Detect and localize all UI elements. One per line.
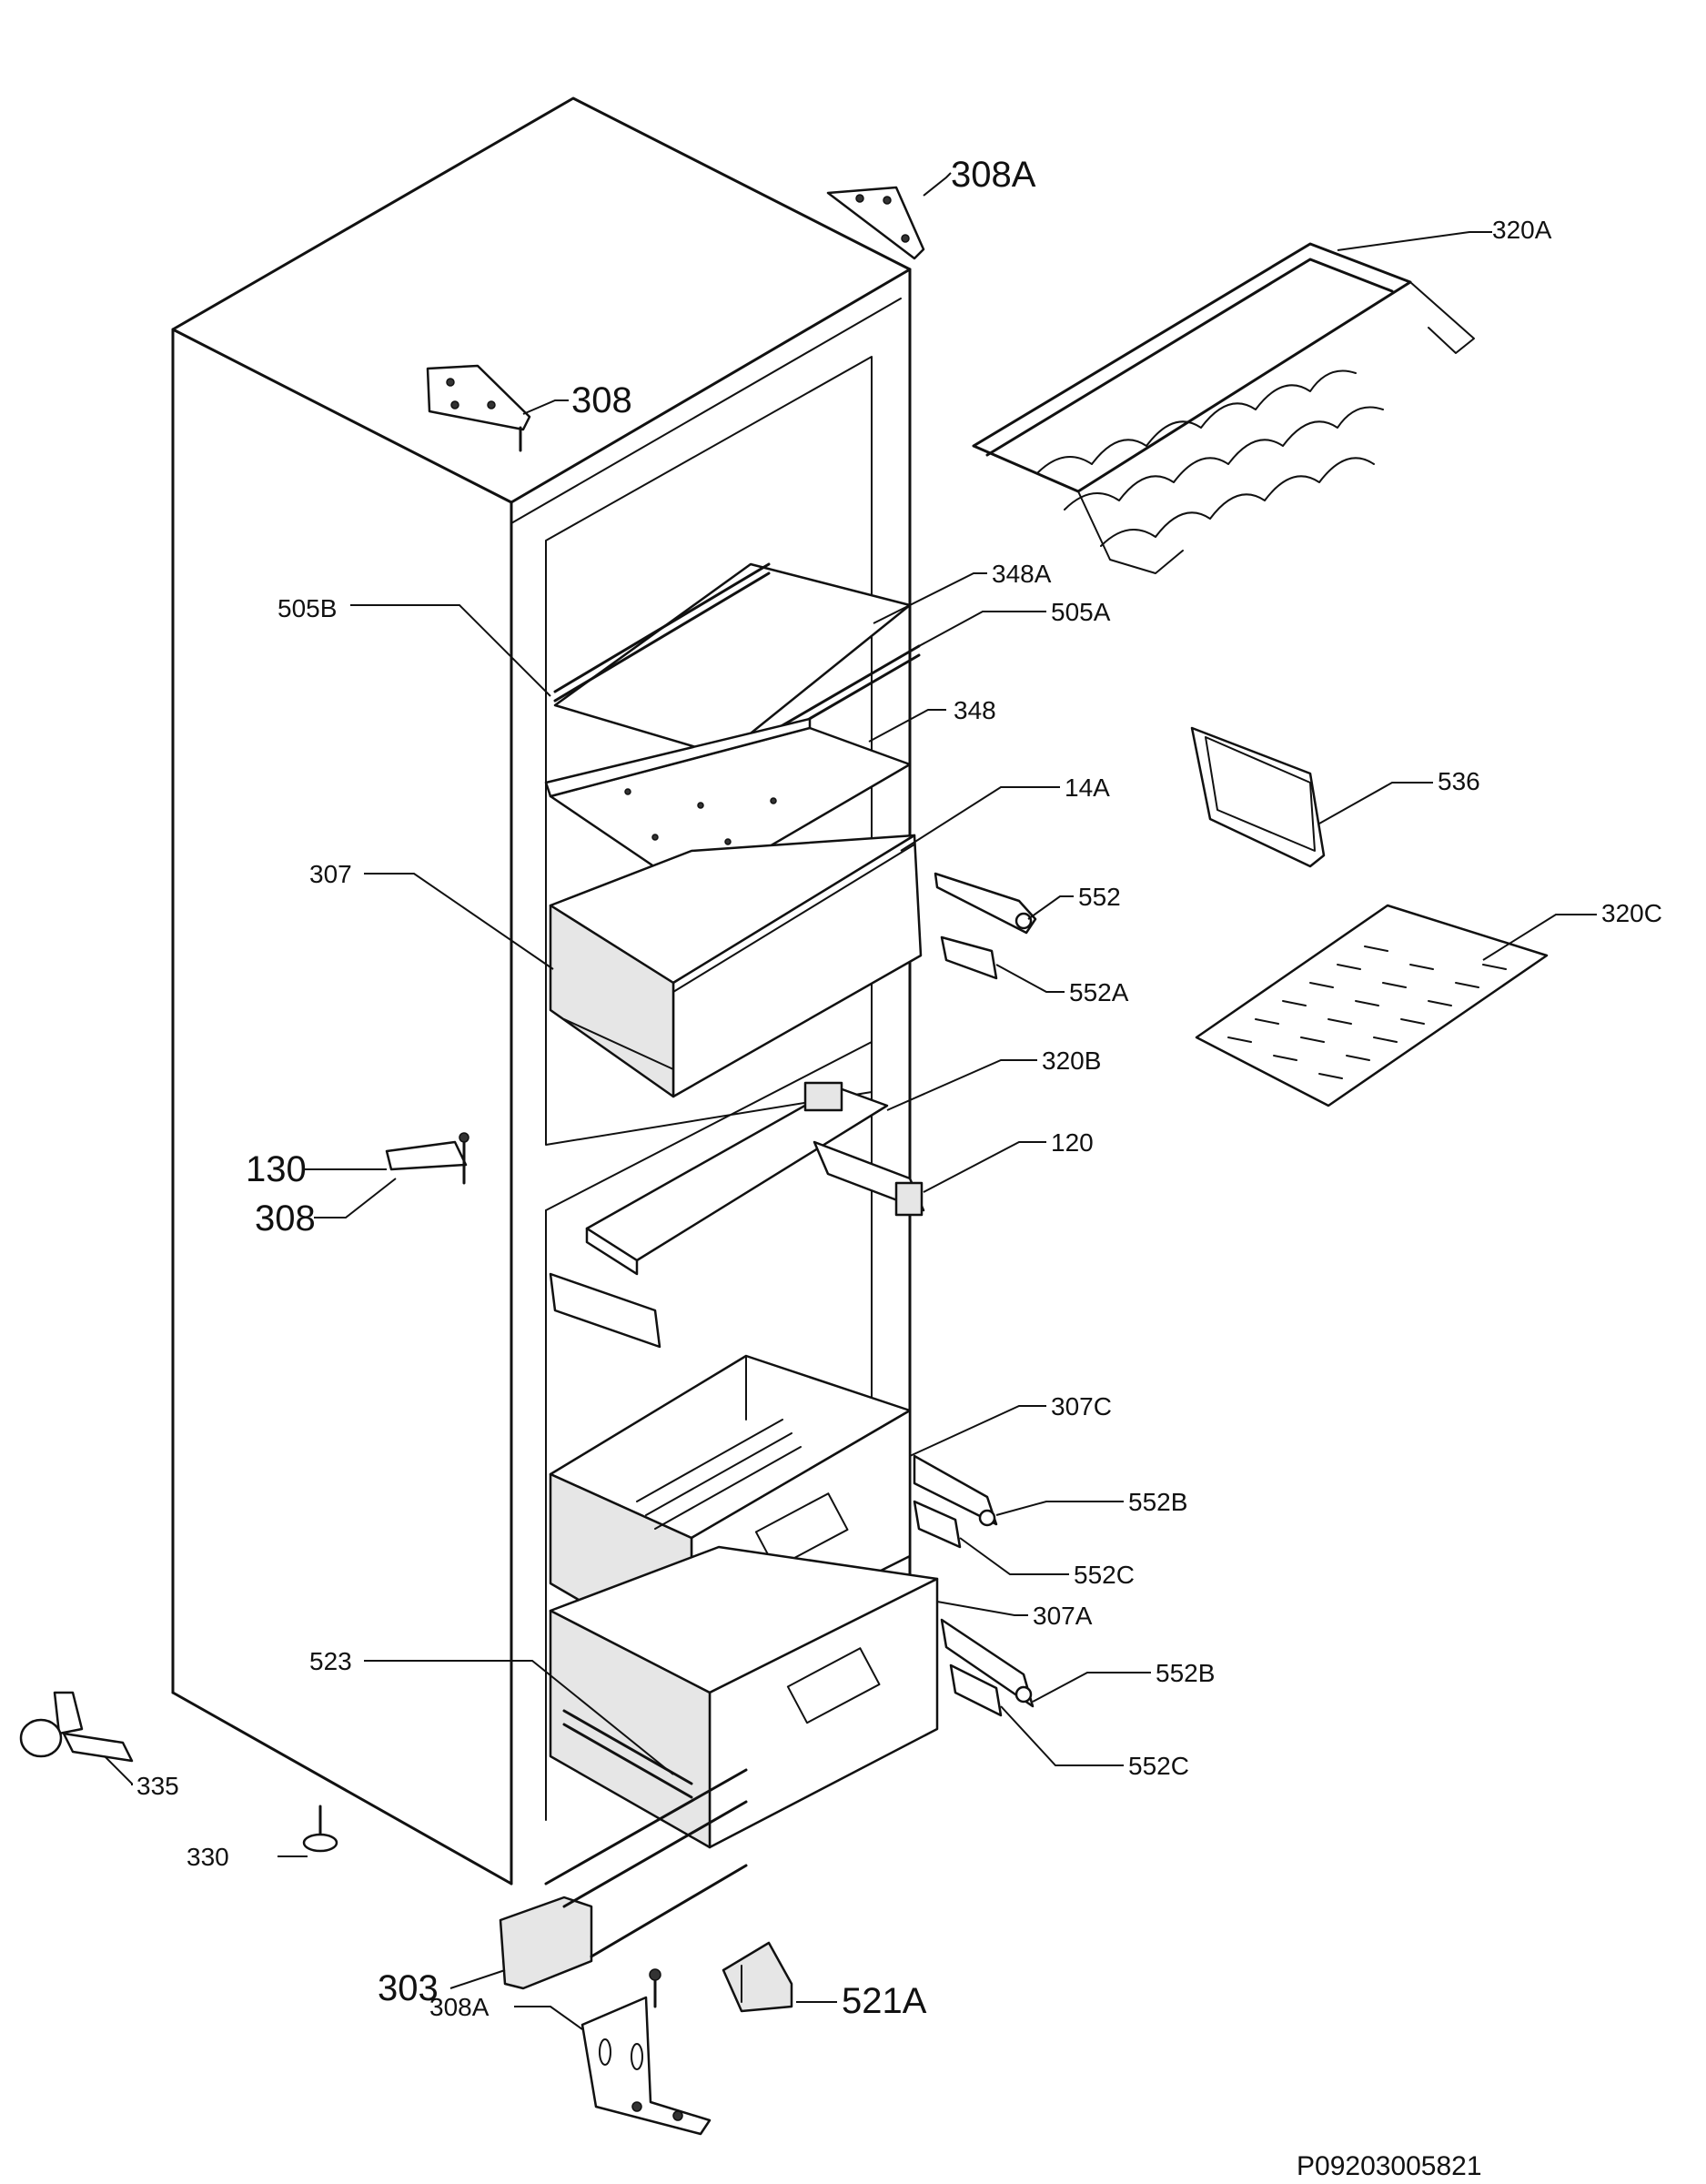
label-552a: 552A [1069,978,1129,1006]
label-552c-lower: 552C [1128,1752,1189,1780]
shelf-support-320b [585,1081,889,1276]
rail-clips-left [549,1272,661,1349]
label-303: 303 [378,1968,439,2008]
glass-shelf-348a [553,562,921,821]
label-308-top: 308 [571,380,632,420]
label-523: 523 [309,1647,352,1675]
label-552: 552 [1078,883,1121,911]
bottom-hinge-335 [19,1691,134,1763]
top-hinge-308 [426,364,531,452]
crisper-drawer-307 [549,834,923,1098]
slide-rail-552b-upper [913,1454,998,1527]
bottom-hinge-308a [580,1968,712,2136]
middle-hinge-130 [385,1132,469,1185]
label-536: 536 [1438,767,1480,795]
slide-rail-552 [934,872,1037,935]
drawing-code: P09203005821 [1297,2151,1482,2181]
top-hinge-bracket-308a [826,186,925,260]
slide-rail-552a [940,935,998,980]
adjustable-foot-330 [302,1805,338,1853]
cabinet-body [171,96,912,1886]
bottle-holder-536 [1190,726,1326,868]
plinth-303 [499,1768,748,1990]
label-307c: 307C [1051,1392,1112,1421]
slide-rail-552c-upper [913,1500,962,1549]
label-320c: 320C [1601,899,1662,927]
label-130: 130 [246,1149,307,1189]
leader-lines [104,172,1597,2030]
label-320b: 320B [1042,1046,1101,1075]
freezer-drawer-307a [549,1545,939,1849]
part-labels: 308A 320A 308 348A 505B 505A 348 536 14A… [136,155,1662,2021]
glass-shelf-348 [544,717,912,894]
label-348a: 348A [992,560,1052,588]
label-308-hinge: 308 [255,1198,316,1239]
slide-rail-552b-lower [940,1618,1035,1708]
label-308a-bottom: 308A [429,1993,490,2021]
label-521a: 521A [842,1981,927,2021]
label-120: 120 [1051,1128,1094,1157]
label-552b-upper: 552B [1128,1488,1187,1516]
label-552b-lower: 552B [1156,1659,1215,1687]
label-307: 307 [309,860,352,888]
label-307a: 307A [1033,1602,1093,1630]
shelf-support-120 [813,1140,925,1217]
wine-rack-320a [972,242,1475,574]
slide-rail-552c-lower [949,1663,1003,1717]
label-505a: 505A [1051,598,1111,626]
label-505b: 505B [278,594,337,622]
label-348: 348 [954,696,996,724]
grid-shelf-320c [1195,904,1549,1107]
label-552c-upper: 552C [1074,1561,1135,1589]
label-335: 335 [136,1772,179,1800]
label-308a-top: 308A [951,155,1036,195]
clip-521a [722,1941,793,2013]
label-320a: 320A [1492,216,1552,244]
label-330: 330 [187,1843,229,1871]
label-14a: 14A [1065,774,1110,802]
